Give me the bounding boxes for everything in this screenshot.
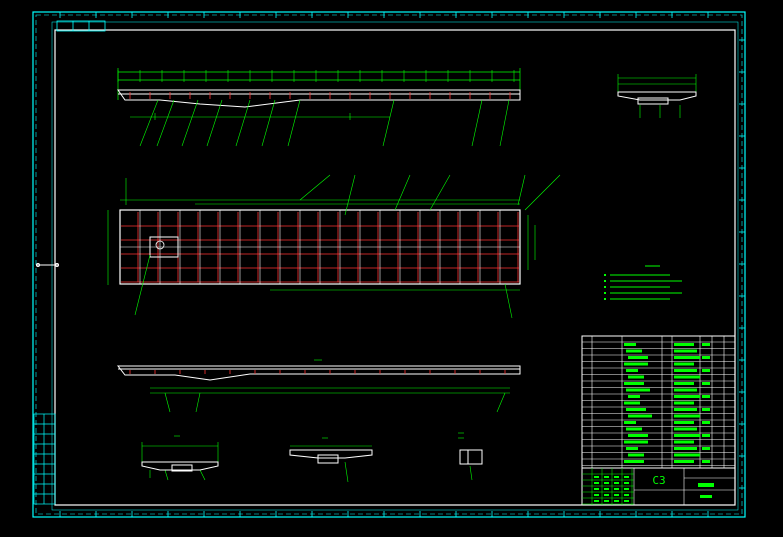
drawing-sheet-label: C3: [652, 474, 665, 487]
sheet-frame: [32, 11, 746, 518]
section-view-a-a: [458, 432, 483, 481]
parts-list-table: [581, 335, 736, 469]
binding-marker: [36, 263, 59, 267]
revision-strip: [33, 413, 56, 505]
section-view-b-b: [289, 437, 373, 483]
section-view-1-1: [116, 359, 521, 413]
plan-view: [107, 174, 561, 319]
corner-tag-box: [56, 20, 106, 32]
section-view-c-c: [141, 435, 219, 481]
technical-notes: [604, 265, 682, 300]
frame-zone-ticks: [59, 12, 745, 517]
side-elevation-view: [117, 68, 521, 147]
end-view-top-right: [617, 74, 697, 118]
title-block: C3: [581, 467, 736, 506]
